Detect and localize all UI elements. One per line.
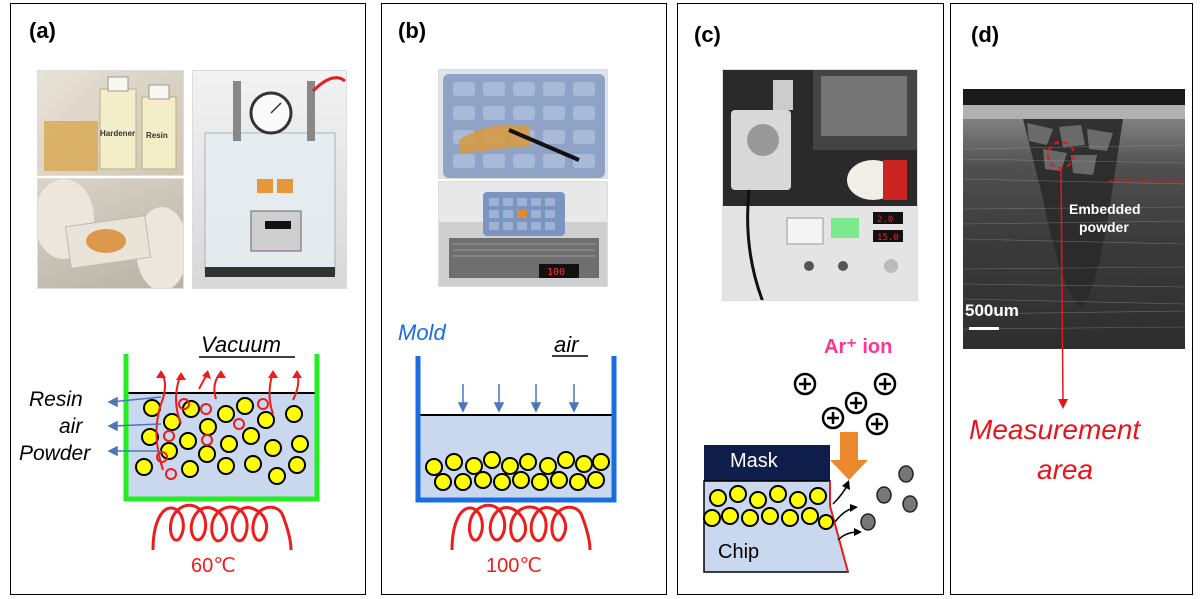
temperature-60: 60℃ xyxy=(191,555,236,577)
heater-coil-b xyxy=(450,503,592,551)
air-bubbles xyxy=(156,398,269,480)
measurement-label-2: area xyxy=(1037,454,1094,485)
ar-ion-plus-signs xyxy=(799,378,891,430)
measurement-pointer xyxy=(1058,167,1068,409)
chip-particles xyxy=(703,485,834,530)
mold-fill-illustration xyxy=(443,74,605,178)
container-green xyxy=(123,354,320,502)
ar-ion-label: Ar⁺ ion xyxy=(824,336,893,358)
air-label-b: air xyxy=(554,332,579,357)
embedded-powder-label-1: Embedded xyxy=(1069,201,1141,217)
panel-a: (a) Hardener Resin xyxy=(10,3,366,595)
mold-label: Mold xyxy=(398,320,446,345)
label-pointer-arrows xyxy=(107,396,162,457)
panel-b-label: (b) xyxy=(398,18,427,43)
temperature-100: 100℃ xyxy=(486,555,542,577)
bubble-escape-arrowheads xyxy=(156,370,302,380)
ion-polisher-illustration: 2.0 15.0 xyxy=(723,70,917,300)
sputter-arrowheads xyxy=(842,480,862,536)
panel-b: (b) xyxy=(381,3,667,595)
photo-vacuum-chamber xyxy=(192,70,347,289)
photo-ion-polisher: 2.0 15.0 xyxy=(722,69,918,301)
air-label-a: air xyxy=(59,415,83,438)
photo-resin-bottles: Hardener Resin xyxy=(37,70,184,176)
sputtered-atoms xyxy=(860,465,918,531)
air-pressure-arrows xyxy=(457,384,580,413)
panel-c: (c) 2.0 15.0 xyxy=(677,3,944,595)
powder-particles xyxy=(135,397,309,485)
resin-label: Resin xyxy=(29,388,83,411)
panel-a-label: (a) xyxy=(29,18,56,43)
heater-coil-a xyxy=(151,503,293,551)
ion-beam-arrow xyxy=(830,432,868,480)
sem-image: Embedded powder 500um xyxy=(963,89,1185,349)
vacuum-label: Vacuum xyxy=(201,332,281,357)
panel-d-label: (d) xyxy=(971,22,1000,47)
diagram-c-milling xyxy=(703,372,918,573)
gloves-illustration xyxy=(38,179,183,288)
mask-label: Mask xyxy=(730,450,778,472)
container-blue xyxy=(415,356,617,503)
panel-d: (d) Embedded powder 500um xyxy=(950,3,1193,595)
sem-texture xyxy=(963,89,1185,330)
scale-label: 500um xyxy=(965,301,1019,320)
chip-label: Chip xyxy=(718,541,760,563)
scale-bar xyxy=(969,327,999,330)
measurement-label-1: Measurement xyxy=(969,414,1141,445)
svg-text:2.0: 2.0 xyxy=(877,215,893,225)
hardener-bottle-label: Hardener xyxy=(100,129,136,138)
settled-particles xyxy=(425,451,610,491)
bottles-illustration xyxy=(44,76,177,171)
svg-text:15.0: 15.0 xyxy=(877,233,899,243)
diagram-b-curing xyxy=(415,355,617,551)
photo-hotplate: 100 xyxy=(438,181,608,287)
embedded-powder-label-2: powder xyxy=(1079,219,1129,235)
diagram-a-embedding xyxy=(107,354,320,551)
hotplate-illustration xyxy=(439,182,607,278)
panel-c-label: (c) xyxy=(694,22,721,47)
powder-label: Powder xyxy=(19,442,91,465)
resin-bottle-label: Resin xyxy=(146,131,168,140)
vacuum-chamber-illustration xyxy=(204,76,346,277)
milled-edge xyxy=(829,481,849,573)
hotplate-display: 100 xyxy=(547,267,566,278)
mask-block xyxy=(704,445,830,481)
photo-filling-mold xyxy=(438,69,608,179)
photo-mixing-gloves xyxy=(37,178,184,289)
